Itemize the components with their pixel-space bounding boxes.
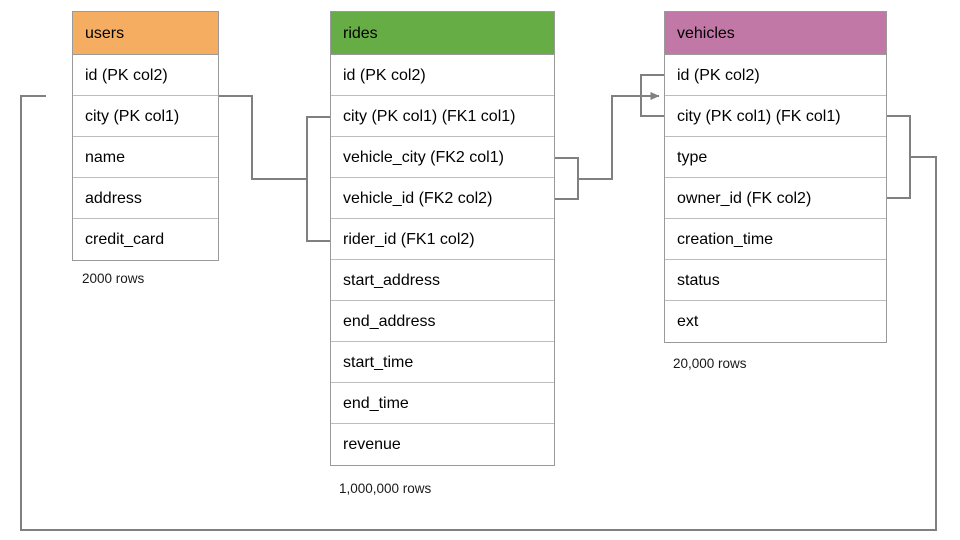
table-rides-column-vehicle-id[interactable]: vehicle_id (FK2 col2)	[331, 178, 554, 219]
table-rides[interactable]: rides id (PK col2) city (PK col1) (FK1 c…	[330, 11, 555, 466]
table-rides-column-start-time[interactable]: start_time	[331, 342, 554, 383]
table-users-column-credit-card[interactable]: credit_card	[73, 219, 218, 260]
table-rides-column-id[interactable]: id (PK col2)	[331, 55, 554, 96]
table-users-column-city[interactable]: city (PK col1)	[73, 96, 218, 137]
table-vehicles-column-id[interactable]: id (PK col2)	[665, 55, 886, 96]
table-users-header: users	[73, 12, 218, 55]
table-users-row-count: 2000 rows	[82, 271, 145, 286]
table-rides-column-start-address[interactable]: start_address	[331, 260, 554, 301]
table-vehicles-column-city[interactable]: city (PK col1) (FK col1)	[665, 96, 886, 137]
table-users-column-id[interactable]: id (PK col2)	[73, 55, 218, 96]
table-rides-column-vehicle-city[interactable]: vehicle_city (FK2 col1)	[331, 137, 554, 178]
table-users-column-address[interactable]: address	[73, 178, 218, 219]
table-vehicles-column-type[interactable]: type	[665, 137, 886, 178]
table-rides-column-revenue[interactable]: revenue	[331, 424, 554, 465]
table-vehicles-row-count: 20,000 rows	[673, 356, 747, 371]
table-rides-column-rider-id[interactable]: rider_id (FK1 col2)	[331, 219, 554, 260]
edge-rides-fk2-vehicles	[555, 74, 664, 200]
table-vehicles-column-ext[interactable]: ext	[665, 301, 886, 342]
table-users-column-name[interactable]: name	[73, 137, 218, 178]
table-vehicles-column-creation-time[interactable]: creation_time	[665, 219, 886, 260]
table-rides-column-end-address[interactable]: end_address	[331, 301, 554, 342]
table-rides-header: rides	[331, 12, 554, 55]
table-rides-column-city[interactable]: city (PK col1) (FK1 col1)	[331, 96, 554, 137]
table-vehicles[interactable]: vehicles id (PK col2) city (PK col1) (FK…	[664, 11, 887, 343]
table-users[interactable]: users id (PK col2) city (PK col1) name a…	[72, 11, 219, 261]
table-rides-column-end-time[interactable]: end_time	[331, 383, 554, 424]
table-rides-row-count: 1,000,000 rows	[339, 481, 432, 496]
table-vehicles-column-owner-id[interactable]: owner_id (FK col2)	[665, 178, 886, 219]
table-vehicles-column-status[interactable]: status	[665, 260, 886, 301]
table-vehicles-header: vehicles	[665, 12, 886, 55]
